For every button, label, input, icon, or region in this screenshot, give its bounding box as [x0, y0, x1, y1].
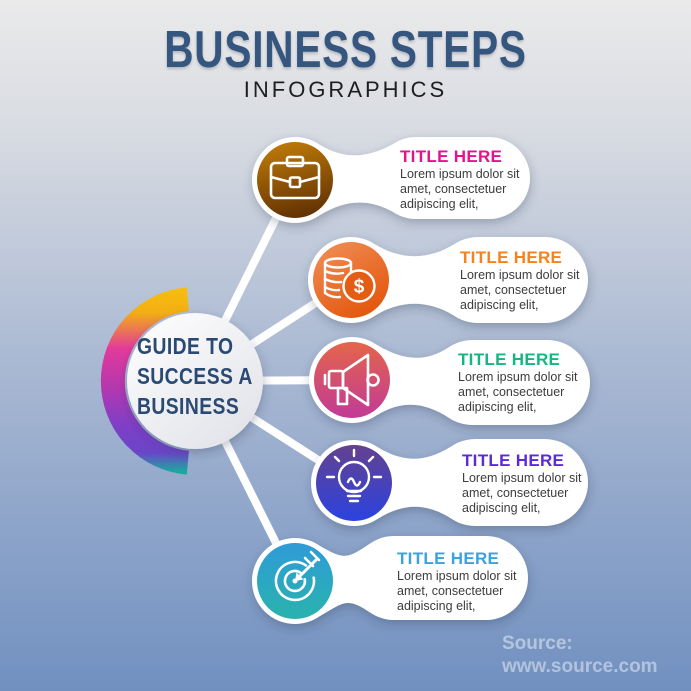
item-title-2: TITLE HERE: [460, 248, 563, 267]
item-body-3: Lorem ipsum dolor sit amet, consectetuer…: [458, 370, 578, 414]
source-label: Source:: [502, 633, 573, 654]
target-icon: [274, 550, 321, 602]
page-subtitle: INFOGRAPHICS: [243, 77, 448, 102]
dollar-glyph: $: [354, 277, 365, 298]
item-title-5: TITLE HERE: [397, 549, 500, 568]
item-title-4: TITLE HERE: [462, 451, 565, 470]
item-body-5: Lorem ipsum dolor sit amet, consectetuer…: [397, 569, 517, 613]
center-gradient-ring: [100, 287, 190, 475]
center-title-line-3: BUSINESS: [137, 393, 240, 419]
item-body-2: Lorem ipsum dolor sit amet, consectetuer…: [460, 268, 580, 312]
briefcase-icon: [269, 155, 321, 200]
center-circle: [127, 313, 263, 449]
page-title: BUSINESS STEPS: [164, 21, 527, 79]
item-title-3: TITLE HERE: [458, 350, 561, 369]
coins-icon: $: [323, 257, 376, 303]
item-icon-circle-1: [257, 142, 333, 218]
item-title-1: TITLE HERE: [400, 147, 503, 166]
item-body-1: Lorem ipsum dolor sit amet, consectetuer…: [400, 167, 520, 211]
lightbulb-icon: [325, 448, 383, 503]
center-title-line-1: GUIDE TO: [137, 333, 234, 359]
center-title-line-2: SUCCESS A: [137, 363, 253, 389]
center-hub: [100, 287, 263, 475]
source-url: www.source.com: [502, 656, 658, 677]
center-title: GUIDE TO SUCCESS A BUSINESS: [137, 331, 253, 421]
megaphone-icon: [323, 353, 380, 407]
item-body-4: Lorem ipsum dolor sit amet, consectetuer…: [462, 471, 582, 515]
item-icon-circle-3: [314, 342, 390, 418]
